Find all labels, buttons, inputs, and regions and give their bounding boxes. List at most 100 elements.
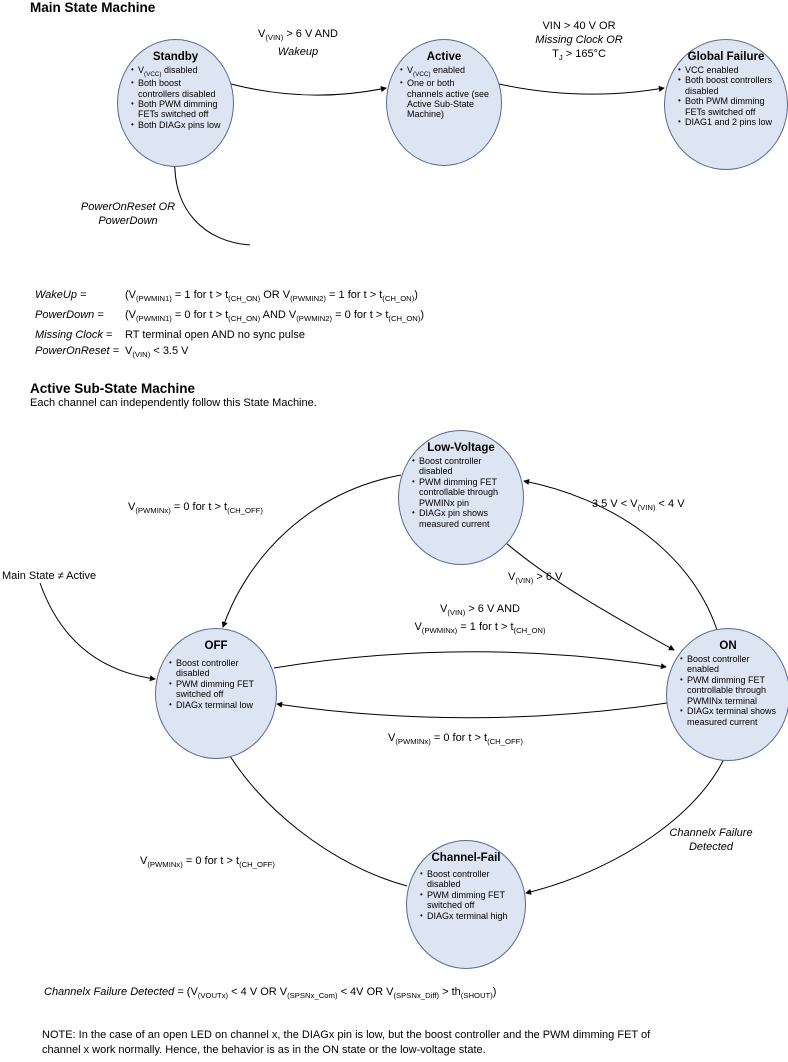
state-low-voltage-title: Low-Voltage (427, 442, 495, 454)
definition-row: PowerOnReset =V(VIN) < 3.5 V (35, 343, 424, 363)
definitions-list: WakeUp = (V(PWMIN1) = 1 for t > t(CH_ON) … (35, 287, 424, 364)
definition-term: PowerOnReset = (35, 345, 120, 358)
transition-condition: V(VIN) > 6 V AND (257, 28, 338, 43)
bullet-text: Boost controller disabled (176, 658, 239, 679)
transition-event: Channelx Failure (669, 827, 753, 839)
arrow-channelfail-to-off (223, 745, 408, 887)
list-item: • DIAGx terminal high (420, 911, 517, 921)
list-item: •V(VCC) disabled (131, 65, 225, 78)
arrow-on-to-channelfail (525, 746, 730, 895)
state-on-title: ON (719, 640, 737, 652)
state-active: Active •V(VCC) enabled •One or both chan… (386, 39, 502, 166)
bullet-icon: • (169, 699, 172, 709)
bullet-text: Both PWM dimming FETs switched off (685, 96, 765, 117)
bullet-icon: • (680, 654, 683, 663)
bullet-icon: • (680, 706, 683, 716)
failure-definition-body: (V(VOUTx) < 4 V OR V(SPSNx_Com) < 4V OR … (186, 986, 497, 1001)
bullet-icon: • (131, 119, 134, 129)
label-channelfail-to-off: V(PWMINx) = 0 for t > t(CH_OFF) (140, 855, 275, 870)
arrow-standby-to-active (230, 83, 387, 96)
bullet-text: PWM dimming FET switched off (427, 889, 505, 911)
list-item: •VCC enabled (678, 65, 779, 75)
definition-body: (V(PWMIN1) = 0 for t > t(CH_ON) AND V(PW… (125, 309, 425, 324)
arrow-poweronreset-to-standby (171, 157, 251, 246)
arrow-lowvoltage-to-on (505, 542, 675, 651)
bullet-text: DIAGx terminal low (176, 699, 254, 710)
definition-body: (V(PWMIN1) = 1 for t > t(CH_ON) OR V(PWM… (125, 289, 418, 304)
bullet-icon: • (131, 65, 134, 74)
label-lowvoltage-to-off: V(PWMINx) = 0 for t > t(CH_OFF) (128, 501, 263, 516)
bullet-text: DIAGx terminal high (427, 910, 508, 921)
label-mainstate-not-active: Main State ≠ Active (2, 570, 97, 582)
bullet-text: PWM dimming FET controllable through PWM… (687, 674, 767, 706)
bullet-text: Both boost controllers disabled (138, 78, 216, 99)
sub-machine-subtitle: Each channel can independently follow th… (30, 397, 317, 409)
definition-row: PowerDown =(V(PWMIN1) = 0 for t > t(CH_O… (35, 307, 424, 327)
state-standby: Standby •V(VCC) disabled • Both boost con… (117, 39, 234, 167)
list-item: •DIAGx pin shows measured current (412, 508, 515, 529)
bullet-text: DIAGx terminal shows measured current (687, 706, 777, 727)
bullet-icon: • (678, 117, 681, 127)
arrow-mainstate-to-off (39, 582, 156, 682)
arrow-lowvoltage-to-off (221, 474, 402, 628)
main-machine-title: Main State Machine (30, 0, 156, 15)
label-on-to-off: V(PWMINx) = 0 for t > t(CH_OFF) (388, 732, 523, 747)
bullet-icon: • (680, 674, 683, 684)
definition-term: WakeUp = (35, 289, 87, 301)
state-off-title: OFF (204, 640, 228, 652)
arrow-on-to-off (276, 701, 668, 719)
bullet-icon: • (412, 476, 415, 486)
list-item: • Both boost controllers disabled (131, 78, 225, 99)
state-off: OFF • Boost controller disabled •PWM dimm… (155, 628, 277, 759)
list-item: • DIAGx terminal shows measured current (680, 706, 781, 727)
list-item: • Boost controller disabled (412, 456, 515, 477)
bullet-icon: • (169, 658, 172, 667)
label-on-to-channelfail: Channelx Failure Detected (652, 826, 770, 854)
list-item: • PWM dimming FET controllable through PW… (680, 675, 781, 706)
bullet-text: One or both channels active (see Active … (407, 78, 490, 120)
bullet-text: Boost controller disabled (419, 456, 482, 477)
failure-definition: Channelx Failure Detected = (V(VOUTx) < … (44, 986, 496, 1000)
bullet-text: DIAG1 and 2 pins low (685, 117, 773, 128)
arrow-active-to-global-failure (498, 83, 665, 95)
transition-condition: V(VIN) > 6 V AND (439, 603, 520, 618)
definition-row: Missing Clock =RT terminal open AND no s… (35, 327, 424, 343)
state-channel-fail: Channel-Fail •Boost controller disabled … (406, 840, 526, 969)
bullet-text: Boost controller disabled (427, 869, 490, 890)
list-item: •One or both channels active (see Active… (400, 78, 493, 120)
state-standby-title: Standby (152, 51, 199, 63)
bullet-text: Both DIAGx pins low (138, 119, 221, 130)
bullet-icon: • (131, 78, 134, 88)
label-active-to-global-failure: VIN > 40 V OR Missing Clock OR TJ > 165°… (518, 19, 640, 65)
label-off-to-on: V(VIN) > 6 V AND V(PWMINx) = 1 for t > t… (375, 602, 585, 638)
list-item: • PWM dimming FET switched off (420, 890, 517, 911)
label-standby-to-active: V(VIN) > 6 V AND Wakeup (228, 27, 368, 59)
label-lowvoltage-to-on: V(VIN) > 6 V (508, 571, 563, 586)
bullet-text: PWM dimming FET controllable through PWM… (419, 476, 499, 508)
transition-event: Detected (688, 841, 734, 853)
list-item: • PWM dimming FET controllable through PW… (412, 477, 515, 508)
list-item: •PWM dimming FET switched off (169, 679, 268, 700)
bullet-icon: • (412, 508, 415, 518)
note-text: NOTE: In the case of an open LED on chan… (42, 1029, 651, 1056)
state-low-voltage: Low-Voltage • Boost controller disabled •… (398, 430, 524, 565)
list-item: • Both boost controllers disabled (678, 75, 779, 96)
bullet-icon: • (678, 75, 681, 85)
list-item: •Boost controller disabled (420, 869, 517, 890)
bullet-icon: • (420, 889, 423, 899)
list-item: • Boost controller disabled (169, 658, 268, 679)
bullet-icon: • (420, 910, 423, 920)
bullet-icon: • (412, 456, 415, 465)
state-channel-fail-title: Channel-Fail (431, 852, 501, 864)
arrow-off-to-on (273, 651, 667, 670)
state-global-failure-title: Global Failure (687, 51, 765, 63)
bullet-icon: • (678, 65, 681, 74)
list-item: •Both PWM dimming FETs switched off (131, 99, 225, 120)
label-on-to-lowvoltage: 3.5 V < V(VIN) < 4 V (592, 498, 685, 513)
failure-definition-term: Channelx Failure Detected = (44, 986, 187, 998)
bullet-text: Both boost controllers disabled (685, 75, 773, 96)
state-on: ON •Boost controller enabled •PWM dimmin… (666, 628, 788, 761)
transition-event: PowerDown (98, 215, 158, 227)
transition-event: PowerOnReset OR (80, 201, 176, 213)
